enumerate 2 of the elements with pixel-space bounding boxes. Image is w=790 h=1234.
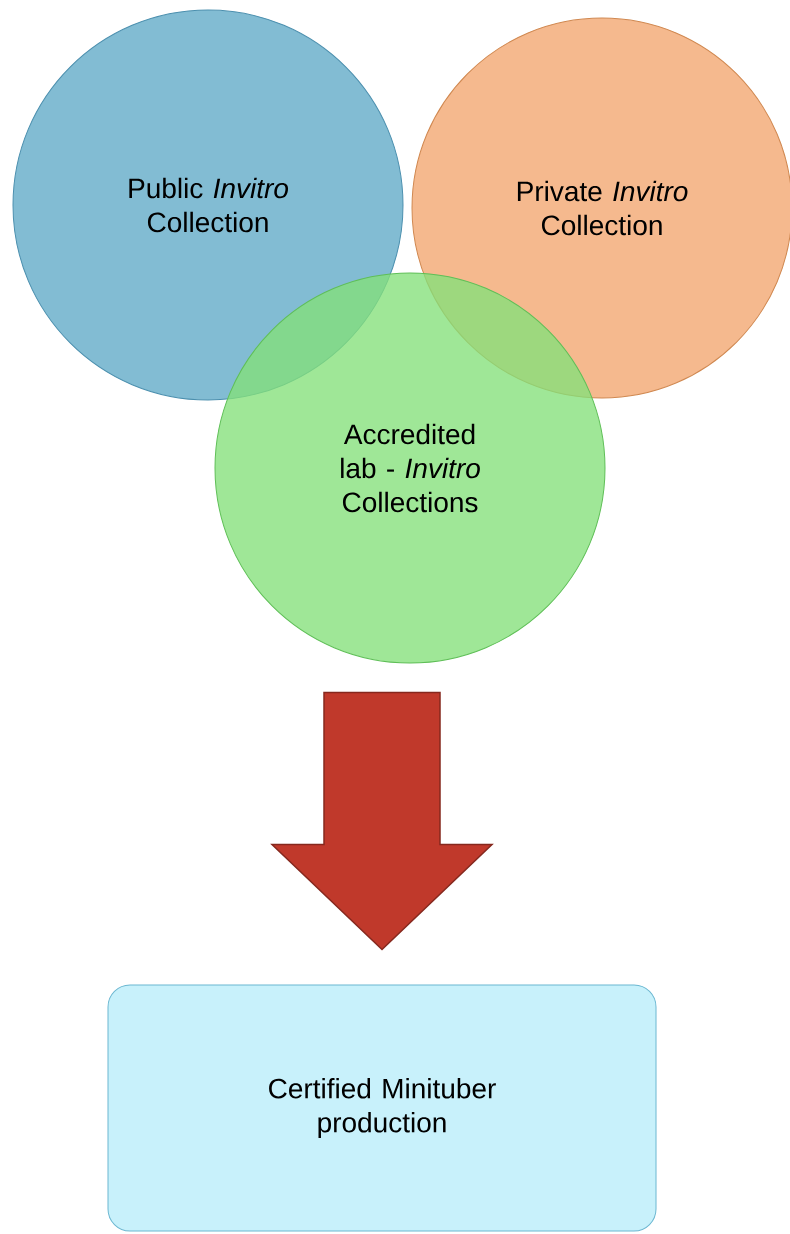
block-arrow — [270, 691, 494, 951]
rounded-box: Certified Minituber production — [107, 984, 657, 1232]
